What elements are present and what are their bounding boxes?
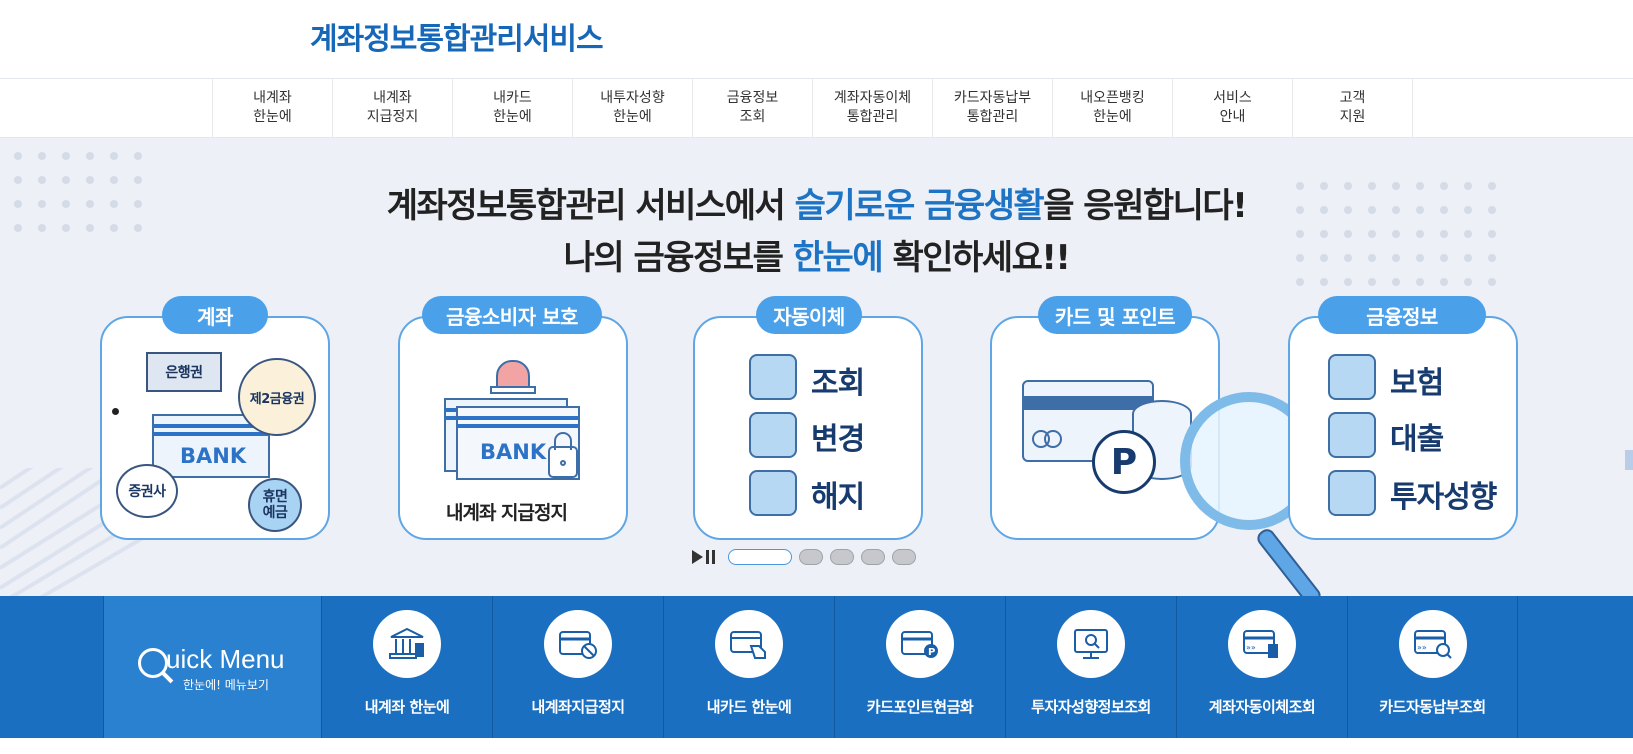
quick-item-card-autopay[interactable]: »» 카드자동납부조회 xyxy=(1347,596,1518,738)
slide-dot-4[interactable] xyxy=(861,549,885,565)
siren-icon xyxy=(496,360,530,388)
play-pause-button[interactable] xyxy=(692,548,722,566)
decor-dot xyxy=(112,408,119,415)
quick-item-my-accounts[interactable]: 내계좌 한눈에 xyxy=(321,596,492,738)
quick-menu-subtitle: 한눈에! 메뉴보기 xyxy=(183,678,269,692)
insurance-shield-icon xyxy=(1328,354,1376,400)
slide-dot-3[interactable] xyxy=(830,549,854,565)
card-point-icon: P xyxy=(886,610,954,678)
lock-icon xyxy=(548,446,578,478)
card-block-icon xyxy=(544,610,612,678)
card-tag-card-points: 카드 및 포인트 xyxy=(1038,296,1192,334)
card-search-icon: »» xyxy=(1398,610,1467,678)
side-scroll-handle[interactable] xyxy=(1625,450,1633,470)
hero-banner: 계좌정보통합관리 서비스에서 슬기로운 금융생활을 응원합니다! 나의 금융정보… xyxy=(0,138,1633,596)
quick-item-auto-transfer[interactable]: »» 계좌자동이체조회 xyxy=(1176,596,1347,738)
search-icon xyxy=(138,648,168,678)
bubble-securities: 증권사 xyxy=(116,464,178,518)
point-coin-icon: P xyxy=(1092,430,1156,494)
play-icon xyxy=(692,550,703,564)
slide-dot-5[interactable] xyxy=(892,549,916,565)
transfer-list-icon: »» xyxy=(1228,610,1296,678)
monitor-search-icon xyxy=(1057,610,1125,678)
hero-headline-1: 계좌정보통합관리 서비스에서 슬기로운 금융생활을 응원합니다! xyxy=(386,186,1248,226)
document-search-icon xyxy=(749,354,797,400)
pause-icon xyxy=(706,550,709,564)
card-tag-auto-transfer: 자동이체 xyxy=(756,296,862,334)
hero-headline-2: 나의 금융정보를 한눈에 확인하세요!! xyxy=(563,238,1071,278)
card-financial-info[interactable]: 보험 대출 투자성향 xyxy=(1288,316,1518,540)
decor-dots-left xyxy=(14,152,144,232)
quick-menu-toggle[interactable]: uick Menu 한눈에! 메뉴보기 xyxy=(103,596,321,738)
slide-dot-1[interactable] xyxy=(728,549,792,565)
card-tag-consumer-protection: 금융소비자 보호 xyxy=(422,296,602,334)
card-tag-financial-info: 금융정보 xyxy=(1318,296,1486,334)
site-header: 계좌정보통합관리서비스 xyxy=(0,0,1633,78)
lock-shackle xyxy=(554,432,572,450)
quick-item-my-cards[interactable]: 내카드 한눈에 xyxy=(663,596,834,738)
pie-chart-icon xyxy=(1328,470,1376,516)
slide-indicator xyxy=(692,548,923,566)
card-caption: 내계좌 지급정지 xyxy=(446,502,568,524)
quick-item-account-suspension[interactable]: 내계좌지급정지 xyxy=(492,596,663,738)
loan-hand-icon xyxy=(1328,412,1376,458)
card-consumer-protection[interactable]: BANK 내계좌 지급정지 xyxy=(398,316,628,540)
coin-exchange-icon xyxy=(749,412,797,458)
bubble-bank: 은행권 xyxy=(146,352,222,392)
card-hand-icon xyxy=(715,610,783,678)
card-auto-transfer[interactable]: 조회 변경 해지 xyxy=(693,316,923,540)
decor-dots-right xyxy=(1296,182,1506,302)
card-tag-accounts: 계좌 xyxy=(162,296,268,334)
svg-text:»»: »» xyxy=(1246,643,1256,652)
quick-item-investment-profile[interactable]: 투자자성향정보조회 xyxy=(1005,596,1176,738)
quick-menu-title: uick Menu xyxy=(166,644,285,674)
page-footer-strip xyxy=(0,738,1633,754)
card-card-points[interactable]: P xyxy=(990,316,1220,540)
bank-building-icon xyxy=(373,610,441,678)
bubble-secondary-finance: 제2금융권 xyxy=(238,358,316,436)
slide-dot-2[interactable] xyxy=(799,549,823,565)
siren-base xyxy=(490,386,536,394)
site-logo[interactable]: 계좌정보통합관리서비스 xyxy=(310,22,604,57)
svg-text:P: P xyxy=(928,647,935,658)
quick-menu: uick Menu 한눈에! 메뉴보기 내계좌 한눈에 내계좌지급정지 내카드 … xyxy=(0,596,1633,738)
quick-item-card-points[interactable]: P 카드포인트현금화 xyxy=(834,596,1005,738)
piggy-bank-icon xyxy=(749,470,797,516)
svg-text:»»: »» xyxy=(1417,643,1427,652)
